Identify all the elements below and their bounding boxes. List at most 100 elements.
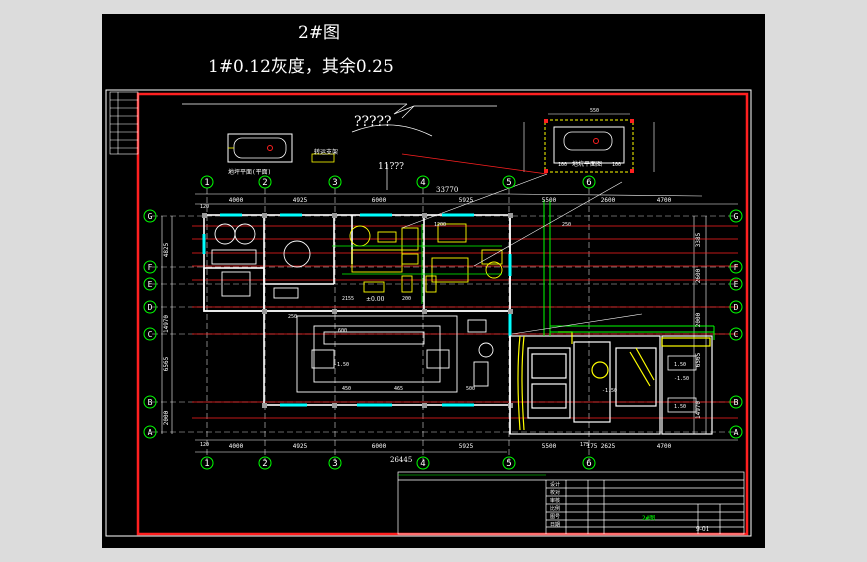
- axis-label: G: [148, 212, 153, 221]
- axis-label: A: [734, 428, 739, 437]
- bottom-dim-label: 4925: [293, 443, 308, 450]
- drawing-note: 1#0.12灰度，其余0.25: [208, 57, 394, 77]
- axis-bubble-B-right: B: [729, 395, 743, 409]
- axis-label: 5: [506, 178, 511, 188]
- axis-bubble-A-right: A: [729, 425, 743, 439]
- left-dim-label: 4825: [163, 242, 170, 257]
- axis-bubble-C-left: C: [143, 327, 157, 341]
- axis-label: C: [148, 330, 153, 339]
- inset-label: 转运支架: [314, 148, 338, 156]
- inset-plan-right: [523, 113, 655, 173]
- small-dim-label: 120: [200, 442, 209, 448]
- axis-label: F: [734, 263, 739, 272]
- overall-top-dim: 33770: [436, 186, 459, 194]
- title-block: [397, 471, 745, 535]
- right-wing: [509, 335, 713, 435]
- axis-bubble-6-top: 6: [582, 175, 596, 189]
- axis-bubble-5-bottom: 5: [502, 456, 516, 470]
- inset-toilet: [227, 133, 335, 163]
- axis-bubble-2-bottom: 2: [258, 456, 272, 470]
- axis-label: 4: [420, 178, 425, 188]
- axis-lines: [152, 188, 736, 461]
- axis-bubble-6-bottom: 6: [582, 456, 596, 470]
- axis-bubble-C-right: C: [729, 327, 743, 341]
- overall-bottom-dim: 26445: [390, 456, 413, 464]
- drawing-number: 9-01: [696, 526, 710, 533]
- level-mark: ±0.00: [366, 296, 385, 303]
- right-green-lines: [543, 200, 715, 340]
- right-dim-label: 2600: [695, 268, 702, 283]
- axis-label: 6: [586, 178, 591, 188]
- axis-bubble-E-right: E: [729, 277, 743, 291]
- right-dim-label: 3385: [695, 232, 702, 247]
- axis-bubble-E-left: E: [143, 277, 157, 291]
- axis-bubble-A-left: A: [143, 425, 157, 439]
- axis-bubble-2-top: 2: [258, 175, 272, 189]
- left-dim-label: 2000: [163, 410, 170, 425]
- top-dim-label: 6000: [372, 197, 387, 204]
- axis-label: G: [734, 212, 739, 221]
- axis-label: 6: [586, 459, 591, 469]
- axis-label: 4: [420, 459, 425, 469]
- small-dim-label: 200: [402, 296, 411, 302]
- diagonal-lines: [401, 173, 643, 335]
- top-dim-label: 5925: [459, 197, 474, 204]
- inset-dim-label: 100: [612, 162, 621, 168]
- room-tag: 1.50: [674, 362, 686, 368]
- small-dim-label: 600: [338, 328, 347, 334]
- small-dim-label: 1200: [434, 222, 446, 228]
- green-pipes: [332, 224, 502, 304]
- outer-frame: [105, 89, 752, 537]
- drawing-title: 2#图: [298, 23, 341, 43]
- equipment-left: [211, 223, 311, 299]
- right-dim-label: 6565: [695, 352, 702, 367]
- axis-bubble-4-top: 4: [416, 175, 430, 189]
- bottom-dim-label: 5925: [459, 443, 474, 450]
- room-tag: 1.50: [674, 404, 686, 410]
- inset-label: 地坪平面(平面): [228, 168, 271, 176]
- top-dim-label: 4000: [229, 197, 244, 204]
- axis-bubble-3-top: 3: [328, 175, 342, 189]
- axis-bubble-1-top: 1: [200, 175, 214, 189]
- side-dimension-chains: [161, 216, 707, 434]
- small-dim-label: 450: [342, 386, 351, 392]
- question-marks: ?????: [354, 114, 392, 130]
- top-dim-label: 5500: [542, 197, 557, 204]
- top-dim-label: 2600: [601, 197, 616, 204]
- axis-label: 2: [262, 178, 267, 188]
- left-dim-label: 14970: [163, 315, 170, 333]
- title-block-label: 图号: [550, 514, 560, 520]
- axis-label: 1: [204, 178, 209, 188]
- title-block-project: 2#图: [642, 515, 655, 522]
- axis-bubble-F-right: F: [729, 260, 743, 274]
- red-border-frame: [136, 92, 749, 536]
- title-block-label: 校对: [550, 489, 560, 496]
- axis-label: D: [734, 303, 739, 312]
- room-tag: -1.50: [334, 362, 349, 368]
- axis-label: 3: [332, 459, 337, 469]
- inset-dim-label: 550: [590, 108, 599, 114]
- axis-label: 1: [204, 459, 209, 469]
- axis-bubble-1-bottom: 1: [200, 456, 214, 470]
- axis-bubble-3-bottom: 3: [328, 456, 342, 470]
- axis-bubble-B-left: B: [143, 395, 157, 409]
- red-guide-lines: [192, 153, 738, 419]
- axis-label: 2: [262, 459, 267, 469]
- bottom-dim-label: 6000: [372, 443, 387, 450]
- axis-label: B: [148, 398, 153, 407]
- axis-bubble-5-top: 5: [502, 175, 516, 189]
- bottom-dim-label: 175: [587, 443, 598, 450]
- room-tag-boxes: [667, 355, 697, 413]
- windows: [202, 213, 512, 407]
- building-walls: [203, 214, 511, 434]
- axis-bubble-G-right: G: [729, 209, 743, 223]
- axis-bubble-G-left: G: [143, 209, 157, 223]
- small-dim-label: 250: [562, 222, 571, 228]
- axis-label: F: [148, 263, 153, 272]
- right-dim-label: 14970: [695, 401, 702, 419]
- title-block-label: 比例: [550, 505, 560, 512]
- bottom-dim-label: 2625: [601, 443, 616, 450]
- left-title-strip: [109, 91, 139, 155]
- axis-bubble-4-bottom: 4: [416, 456, 430, 470]
